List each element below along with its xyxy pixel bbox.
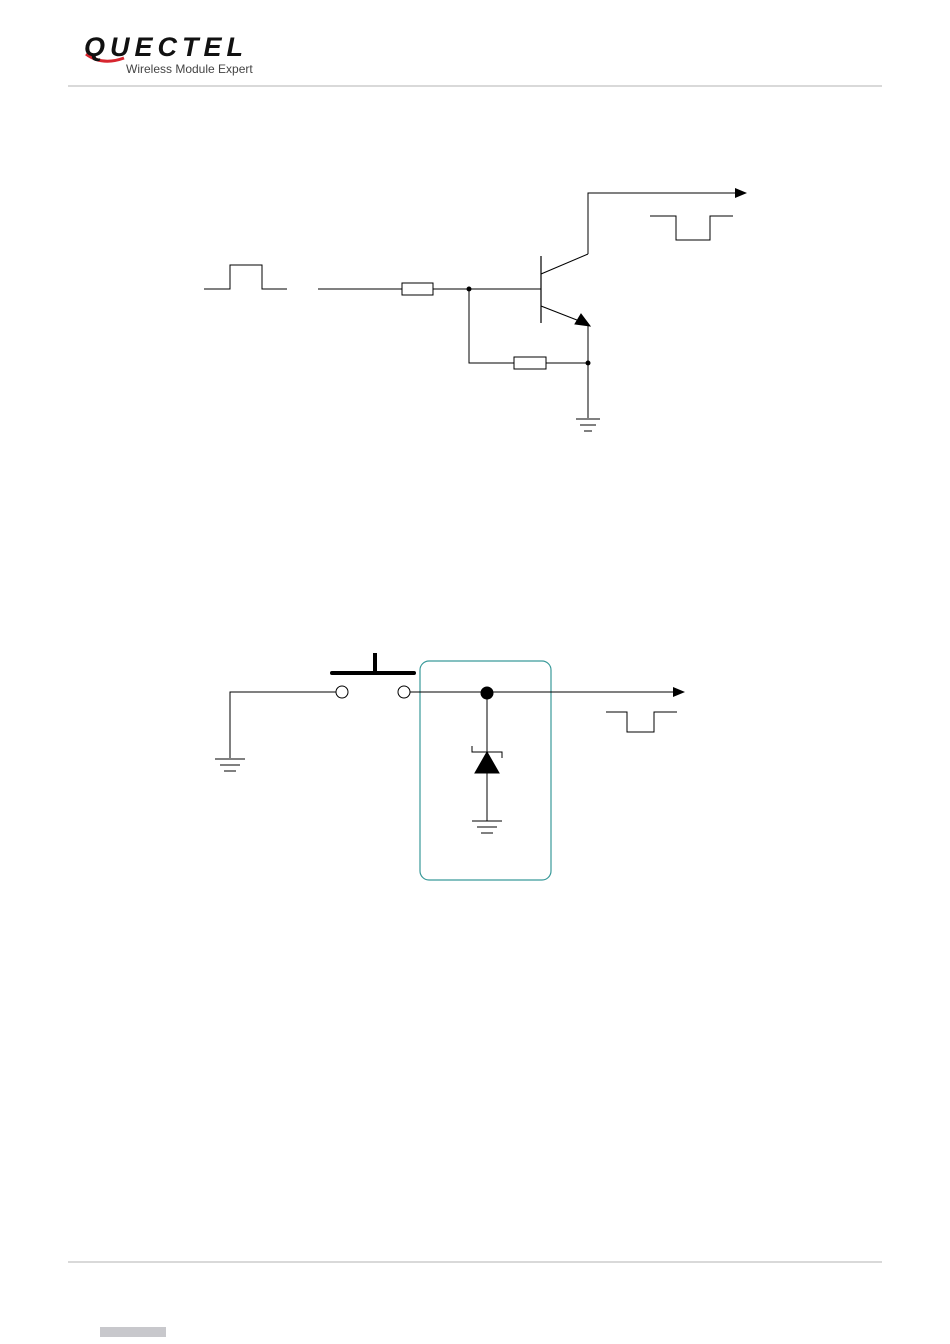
transistor-collector-lead [541, 254, 588, 274]
figure-push-button [215, 653, 684, 880]
transistor-emitter-lead [541, 306, 582, 322]
output-low-pulse-waveform [650, 216, 733, 240]
figure-transistor-driver [204, 193, 746, 431]
button-ground-wire [230, 692, 336, 758]
output-low-pulse-waveform [606, 712, 677, 732]
ground-symbol-icon [472, 821, 502, 833]
ground-symbol-icon [576, 419, 600, 431]
footer-divider [68, 1261, 882, 1263]
footer-tab [100, 1327, 166, 1337]
collector-output-wire [588, 193, 746, 254]
pulldown-wire [469, 289, 514, 363]
tvs-diode-icon [475, 752, 499, 773]
series-resistor [402, 283, 433, 295]
pulldown-resistor [514, 357, 546, 369]
input-pulse-waveform [204, 265, 287, 289]
button-contact-left [336, 686, 348, 698]
ground-symbol-icon [215, 759, 245, 771]
button-contact-right [398, 686, 410, 698]
